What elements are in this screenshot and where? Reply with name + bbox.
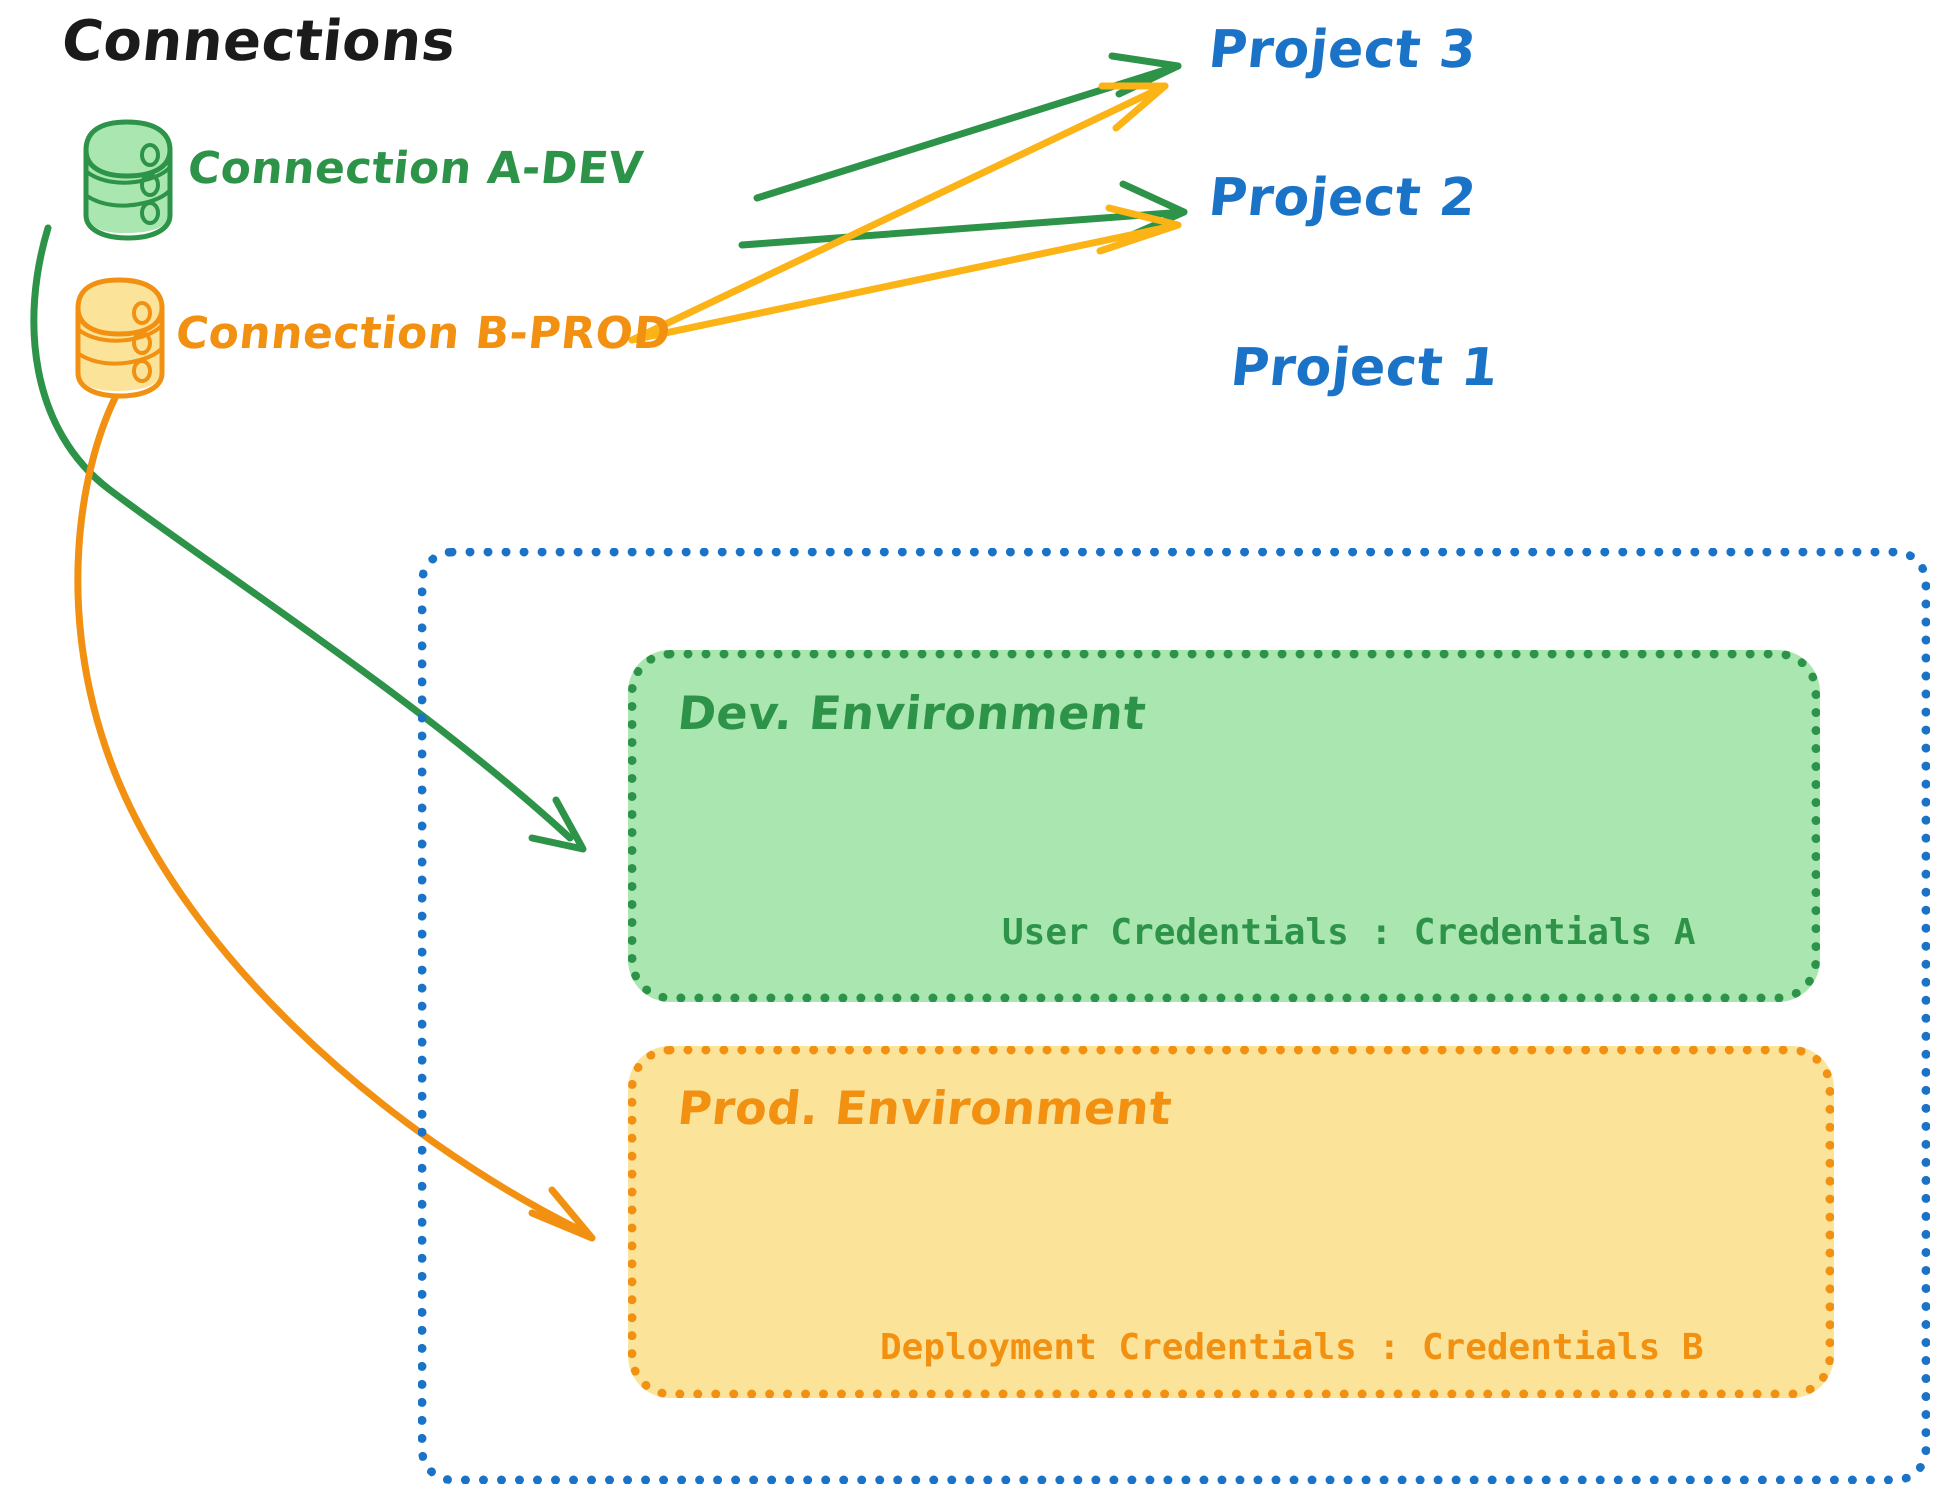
page-title: Connections bbox=[58, 9, 460, 74]
dev-environment-box[interactable] bbox=[628, 650, 1820, 1002]
connection-b-prod-label[interactable]: Connection B-PROD bbox=[173, 308, 674, 359]
prod-environment-box[interactable] bbox=[628, 1046, 1834, 1398]
database-cylinder-icon-orange[interactable] bbox=[75, 277, 165, 399]
dev-environment-title: Dev. Environment bbox=[675, 686, 1149, 740]
project-2-label[interactable]: Project 2 bbox=[1205, 168, 1480, 228]
connection-a-dev-label[interactable]: Connection A-DEV bbox=[185, 143, 646, 194]
project-1-container bbox=[418, 548, 1930, 1484]
edge-conn-b-to-project3 bbox=[628, 82, 1169, 344]
edge-conn-a-to-project3 bbox=[753, 52, 1182, 202]
dev-environment-credentials: User Credentials : Credentials A bbox=[1002, 912, 1696, 953]
prod-environment-credentials: Deployment Credentials : Credentials B bbox=[880, 1327, 1704, 1368]
edge-conn-b-to-project2 bbox=[628, 204, 1182, 344]
edge-conn-a-to-project2 bbox=[738, 180, 1188, 249]
project-3-label[interactable]: Project 3 bbox=[1205, 20, 1480, 80]
prod-environment-title: Prod. Environment bbox=[675, 1081, 1175, 1135]
project-1-label[interactable]: Project 1 bbox=[1227, 338, 1502, 398]
database-cylinder-icon-green[interactable] bbox=[83, 119, 173, 241]
